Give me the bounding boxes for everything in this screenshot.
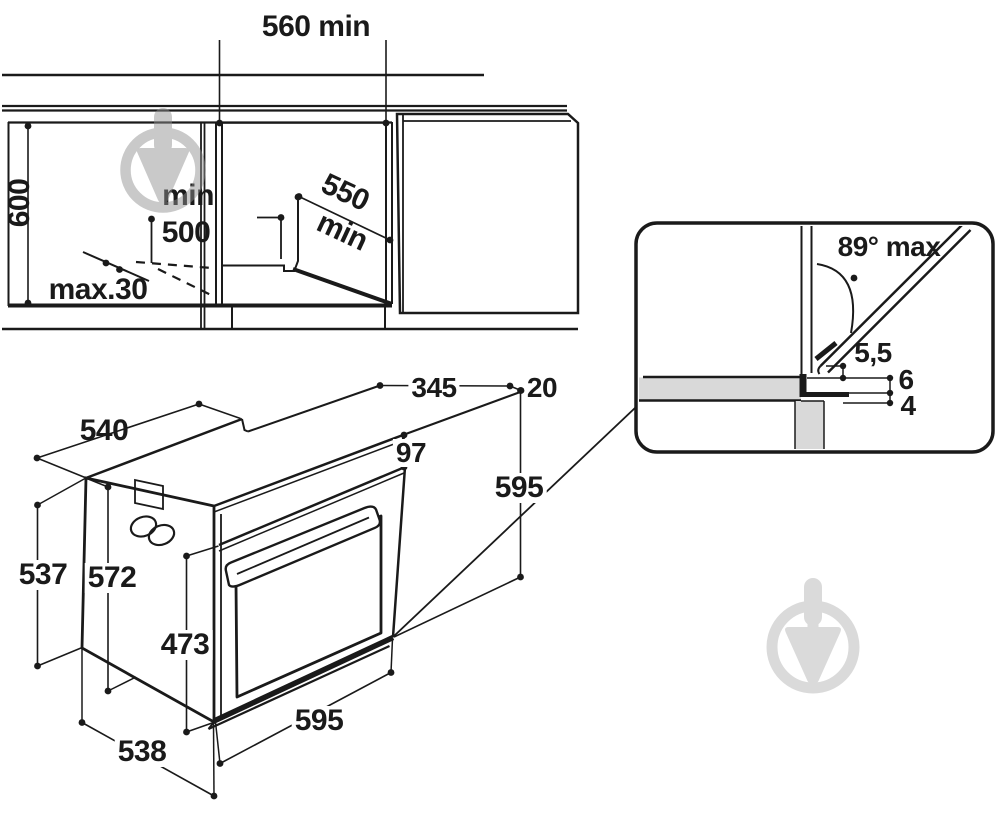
dim-label-gap-low: 4 bbox=[900, 390, 916, 421]
dim-label-oven-body-depth: 538 bbox=[114, 737, 170, 767]
cabinet-section-drawing bbox=[2, 40, 580, 331]
dim-label-shelf-min-value: 500 bbox=[161, 216, 211, 249]
dim-label-oven-front-width: 595 bbox=[291, 706, 347, 736]
dim-label-oven-door-height: 473 bbox=[157, 630, 213, 660]
dim-label-niche-front-height: 595 bbox=[491, 473, 547, 503]
dim-label-top-overhang: 20 bbox=[526, 372, 558, 403]
dim-label-door-protrusion: max.30 bbox=[48, 273, 148, 306]
dim-label-control-panel-height: 97 bbox=[392, 439, 430, 467]
dim-label-oven-top-depth: 540 bbox=[79, 414, 129, 447]
dim-label-gap-door: 5,5 bbox=[854, 337, 892, 368]
dim-label-niche-width: 560 min bbox=[261, 10, 371, 43]
dim-label-hinge-angle: 89° max bbox=[837, 231, 941, 262]
dim-label-cabinet-height: 600 bbox=[3, 178, 36, 228]
dim-label-shelf-min-word: min bbox=[162, 179, 214, 212]
installation-detail-drawing bbox=[392, 221, 995, 638]
dim-label-top-shelf-depth: 345 bbox=[408, 374, 460, 402]
dim-label-oven-mid-height: 572 bbox=[84, 563, 140, 593]
dim-label-oven-back-height: 537 bbox=[15, 560, 71, 590]
dim-label-gap-mid: 6 bbox=[898, 364, 914, 395]
